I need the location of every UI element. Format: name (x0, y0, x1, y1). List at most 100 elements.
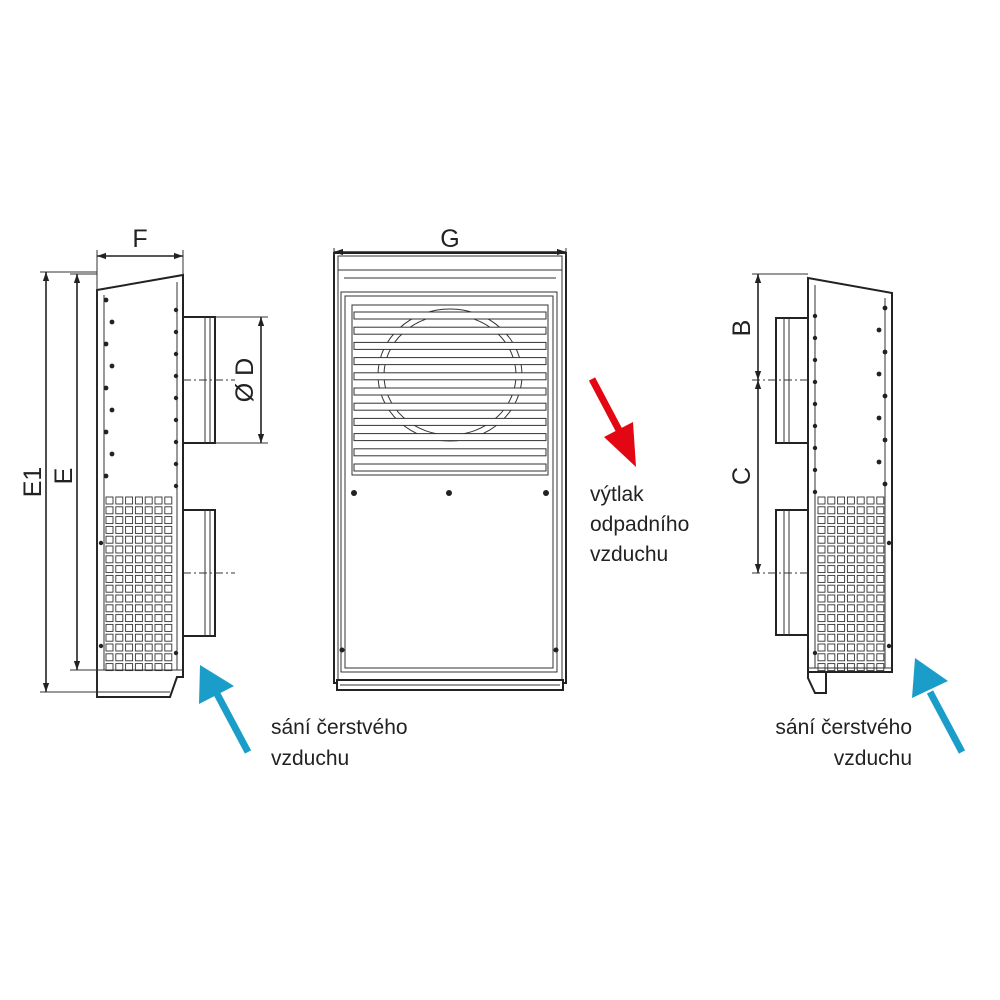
grille-cell (827, 643, 836, 652)
intake-arrow-left (199, 665, 252, 754)
grille-cell (164, 663, 173, 672)
grille-cell (154, 545, 163, 554)
grille-cell (827, 663, 836, 672)
grille-cell (817, 545, 826, 554)
grille-cell (846, 633, 855, 642)
screw-dot (812, 357, 818, 363)
grille-cell (115, 604, 124, 613)
grille-cell (164, 535, 173, 544)
grille-cell (144, 525, 153, 534)
grille-cell (115, 535, 124, 544)
grille-cell (856, 604, 865, 613)
left-intake-grille (105, 496, 173, 672)
grille-cell (154, 663, 163, 672)
grille-cell (125, 555, 134, 564)
grille-cell (837, 574, 846, 583)
grille-cell (866, 535, 875, 544)
screw-dot (876, 371, 882, 377)
grille-cell (164, 653, 173, 662)
grille-cell (154, 604, 163, 613)
grille-cell (105, 604, 114, 613)
grille-cell (154, 653, 163, 662)
grille-cell (817, 643, 826, 652)
grille-cell (105, 633, 114, 642)
grille-cell (827, 633, 836, 642)
grille-cell (164, 565, 173, 574)
grille-cell (144, 506, 153, 515)
grille-cell (856, 525, 865, 534)
grille-cell (144, 574, 153, 583)
grille-cell (846, 496, 855, 505)
grille-cell (817, 604, 826, 613)
screw-dot (173, 650, 179, 656)
grille-cell (827, 565, 836, 574)
grille-cell (105, 545, 114, 554)
screw-dot (886, 643, 892, 649)
grille-cell (856, 643, 865, 652)
grille-cell (827, 516, 836, 525)
grille-cell (827, 535, 836, 544)
grille-cell (134, 516, 143, 525)
right-intake-grille (817, 496, 885, 672)
grille-cell (115, 506, 124, 515)
right-lower-collar (752, 509, 809, 636)
louvre-blade (353, 433, 547, 442)
dimension-b-label: B (728, 320, 756, 337)
grille-cell (866, 584, 875, 593)
grille-cell (144, 663, 153, 672)
grille-cell (846, 565, 855, 574)
grille-cell (144, 653, 153, 662)
grille-cell (827, 496, 836, 505)
grille-cell (837, 516, 846, 525)
grille-cell (144, 614, 153, 623)
grille-cell (866, 633, 875, 642)
screw-dot (173, 307, 179, 313)
grille-cell (817, 496, 826, 505)
intake-right-caption-line-2: vzduchu (834, 747, 912, 770)
grille-cell (134, 623, 143, 632)
grille-cell (154, 496, 163, 505)
screw-dot (173, 439, 179, 445)
grille-cell (144, 555, 153, 564)
front-view (333, 248, 567, 691)
grille-cell (876, 604, 885, 613)
grille-cell (105, 653, 114, 662)
grille-cell (837, 604, 846, 613)
screw-dot (812, 379, 818, 385)
grille-cell (846, 555, 855, 564)
grille-cell (125, 633, 134, 642)
grille-cell (154, 614, 163, 623)
screw-dot (812, 445, 818, 451)
grille-cell (866, 506, 875, 515)
grille-cell (105, 496, 114, 505)
grille-cell (144, 594, 153, 603)
grille-cell (144, 496, 153, 505)
grille-cell (827, 623, 836, 632)
grille-cell (164, 614, 173, 623)
grille-cell (837, 653, 846, 662)
dimension-e-label: E (50, 468, 78, 485)
grille-cell (134, 565, 143, 574)
louvre-blade (353, 417, 547, 426)
louvre-blade (353, 448, 547, 457)
louvre-blade (353, 463, 547, 472)
grille-cell (134, 614, 143, 623)
grille-cell (866, 574, 875, 583)
grille-cell (846, 506, 855, 515)
intake-right-caption-line-1: sání čerstvého (775, 716, 912, 739)
grille-cell (125, 496, 134, 505)
grille-cell (817, 565, 826, 574)
grille-cell (115, 574, 124, 583)
grille-cell (164, 545, 173, 554)
left-upper-collar (182, 316, 235, 444)
grille-cell (866, 623, 875, 632)
grille-cell (817, 614, 826, 623)
grille-cell (164, 555, 173, 564)
screw-dot (103, 473, 109, 479)
grille-cell (866, 516, 875, 525)
grille-cell (876, 525, 885, 534)
screw-dot (812, 423, 818, 429)
screw-dot (812, 489, 818, 495)
grille-cell (827, 574, 836, 583)
exhaust-caption-line-1: výtlak (590, 483, 644, 506)
